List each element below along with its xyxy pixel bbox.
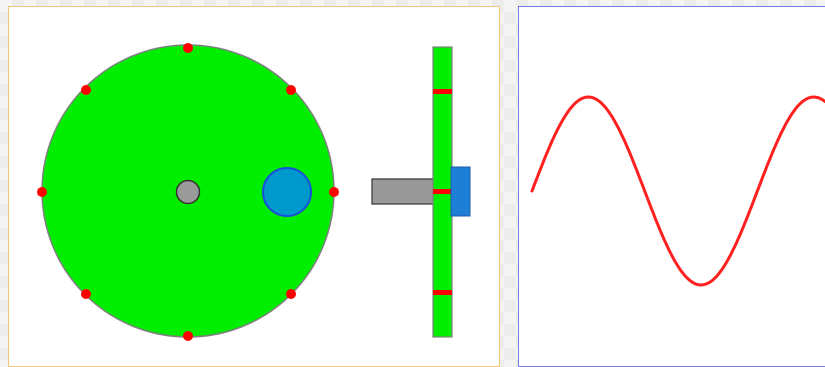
- disc-marker: [183, 43, 193, 53]
- mechanism-panel: [8, 6, 500, 367]
- slot-ticks: [433, 89, 452, 295]
- disc-marker: [329, 187, 339, 197]
- slot-tick: [433, 290, 452, 295]
- wave-svg: [530, 95, 825, 287]
- slider-block: [450, 166, 471, 217]
- center-pivot: [175, 179, 201, 205]
- disc-marker: [183, 331, 193, 341]
- disc-marker: [81, 289, 91, 299]
- connecting-rod: [371, 178, 435, 205]
- slot-tick: [433, 189, 452, 194]
- wave-panel: [518, 6, 825, 367]
- follower-pin: [262, 167, 312, 217]
- disc-marker: [286, 289, 296, 299]
- mechanism-svg: [37, 43, 471, 341]
- disc-marker: [81, 85, 91, 95]
- disc-marker: [37, 187, 47, 197]
- disc-marker: [286, 85, 296, 95]
- sine-wave-trace: [530, 95, 825, 287]
- slot-tick: [433, 89, 452, 94]
- disc-markers: [37, 43, 339, 341]
